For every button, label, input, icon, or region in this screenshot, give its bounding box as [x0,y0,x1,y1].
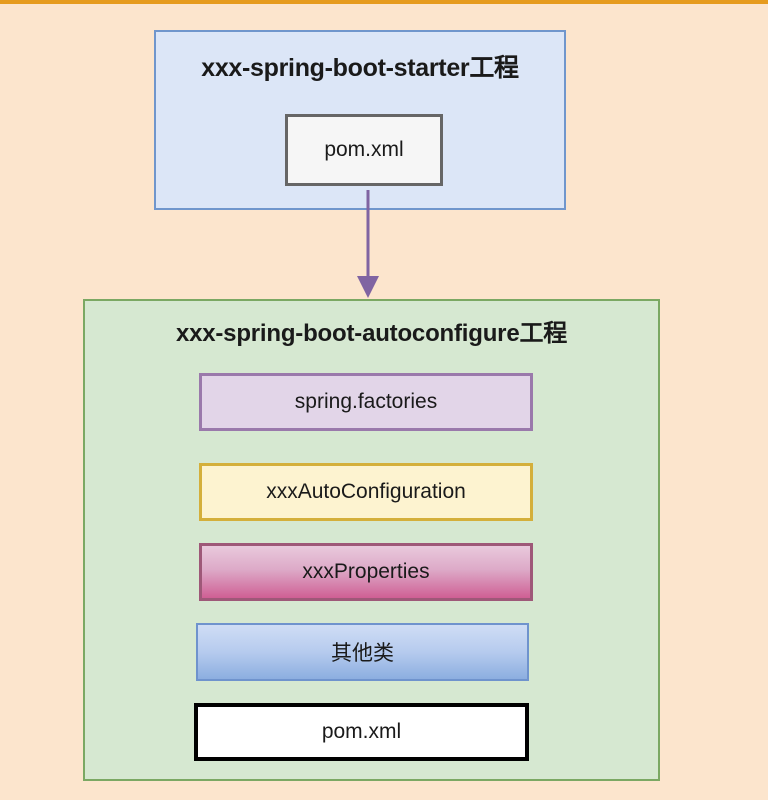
top-accent-rule [0,0,768,4]
xxx-properties-label: xxxProperties [302,560,430,583]
xxx-autoconfiguration-node[interactable]: xxxAutoConfiguration [199,463,533,521]
starter-project-title: xxx-spring-boot-starter工程 [201,54,519,82]
autoconfigure-project-title: xxx-spring-boot-autoconfigure工程 [175,320,568,347]
autoconfigure-pom-xml-node[interactable]: pom.xml [194,703,529,761]
starter-pom-xml-node[interactable]: pom.xml [285,114,443,186]
xxx-autoconfiguration-label: xxxAutoConfiguration [266,480,466,503]
spring-factories-node[interactable]: spring.factories [199,373,533,431]
spring-factories-label: spring.factories [294,390,438,413]
other-classes-node[interactable]: 其他类 [196,623,529,681]
other-classes-label: 其他类 [331,642,394,665]
starter-project-container[interactable]: xxx-spring-boot-starter工程 pom.xml [154,30,566,210]
xxx-properties-node[interactable]: xxxProperties [199,543,533,601]
autoconfigure-pom-xml-label: pom.xml [321,720,402,743]
autoconfigure-project-container[interactable]: xxx-spring-boot-autoconfigure工程 spring.f… [83,299,660,781]
dependency-arrow [357,190,379,298]
starter-pom-xml-label: pom.xml [324,138,404,161]
